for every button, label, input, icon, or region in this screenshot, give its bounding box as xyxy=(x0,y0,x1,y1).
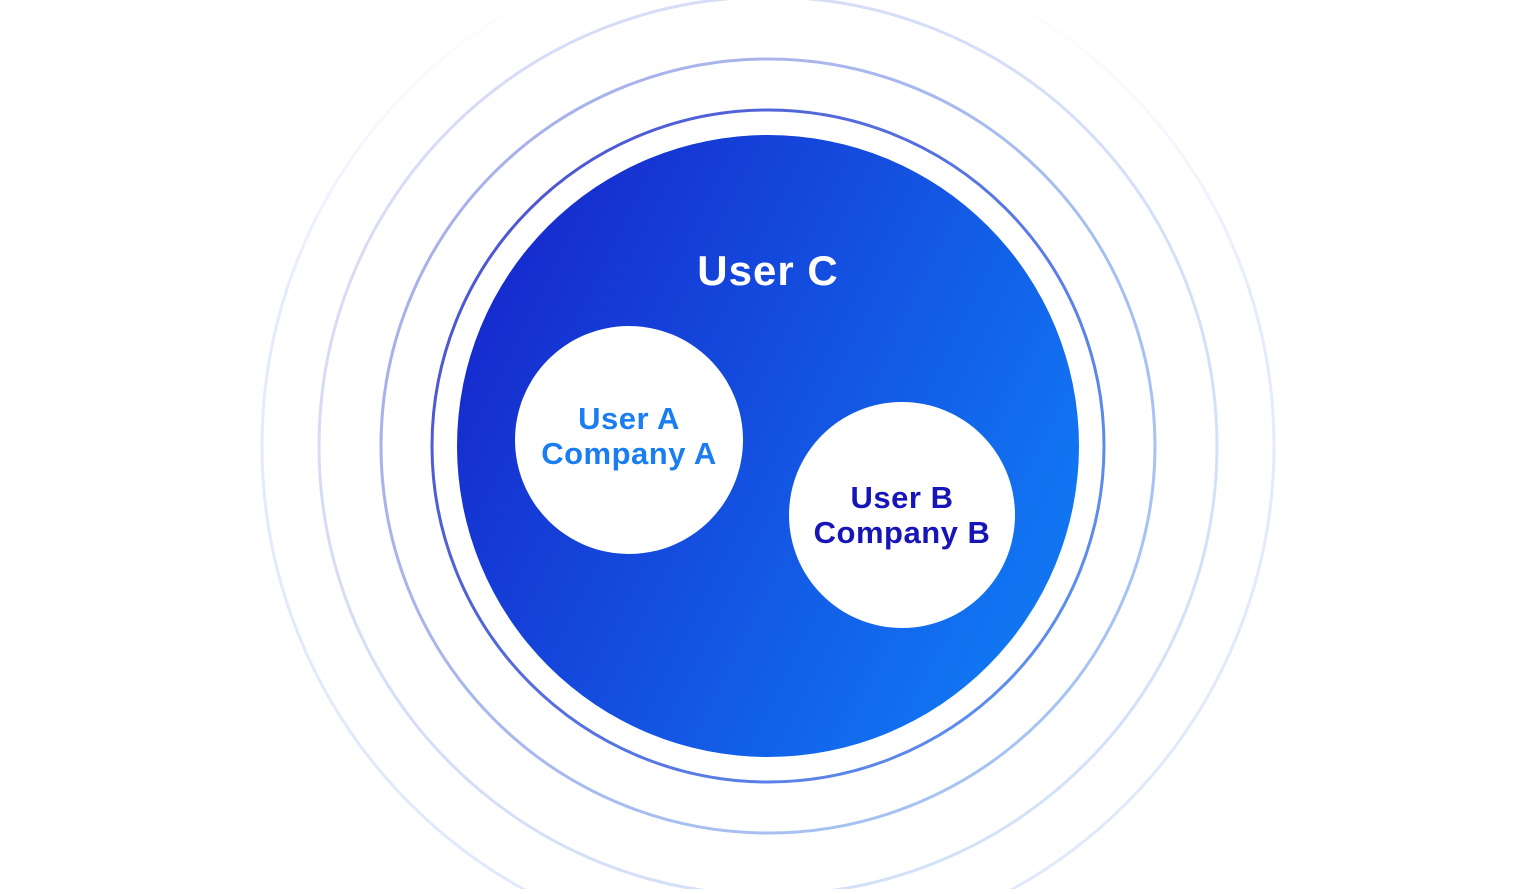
ripple-ring-3 xyxy=(317,0,1219,894)
user-c-label: User C xyxy=(697,247,838,294)
user-b-circle xyxy=(789,402,1015,628)
ripple-ring-1 xyxy=(430,108,1106,784)
ripple-ring-2 xyxy=(379,57,1157,835)
user-a-label-line2: Company A xyxy=(541,436,717,471)
ripple-ring-4 xyxy=(260,0,1276,894)
user-b-label-line1: User B xyxy=(851,480,954,515)
user-a-circle xyxy=(515,326,743,554)
user-b-label-line2: Company B xyxy=(814,515,991,550)
user-a-label-line1: User A xyxy=(578,401,680,436)
